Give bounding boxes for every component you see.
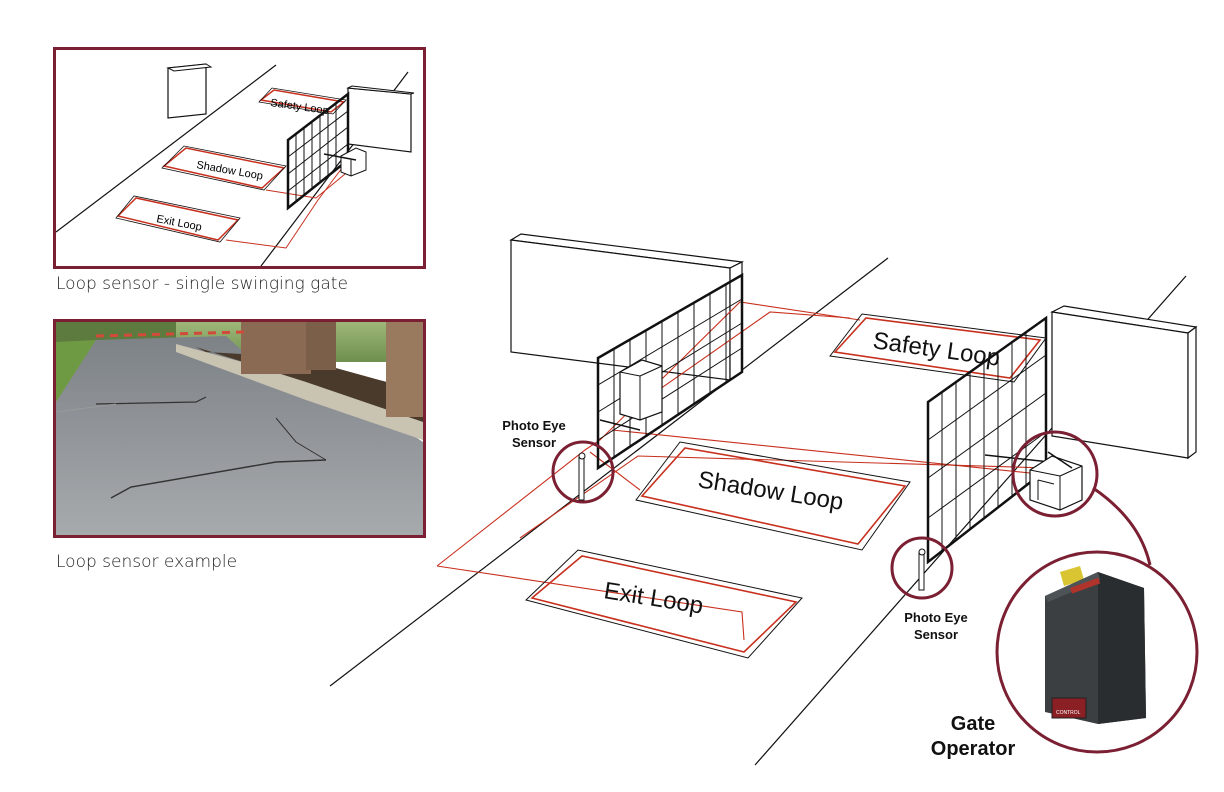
photo-eye-left (551, 440, 615, 504)
small-shadow-loop: Shadow Loop (161, 145, 287, 191)
photo-eye-right-line2: Sensor (913, 627, 959, 642)
svg-text:CONTROL: CONTROL (1056, 710, 1081, 716)
photo-eye-left-label: Photo Eye Sensor (494, 417, 574, 451)
photo-eye-right-label: Photo Eye Sensor (896, 609, 976, 643)
small-exit-loop: Exit Loop (115, 195, 241, 243)
svg-text:Safety Loop: Safety Loop (871, 327, 1002, 372)
small-gate-diagram: Safety Loop Shadow Loop Exit Loop (56, 63, 415, 266)
photo-caption: Loop sensor example (56, 552, 238, 572)
left-wall (509, 233, 745, 382)
svg-text:Exit Loop: Exit Loop (602, 577, 705, 619)
photo-eye-left-line2: Sensor (511, 435, 557, 450)
right-wall (1050, 305, 1198, 460)
photo-eye-left-line1: Photo Eye (502, 418, 566, 433)
safety-loop: Safety Loop (829, 313, 1047, 383)
left-gate-panel (596, 272, 744, 471)
exit-loop: Exit Loop (525, 549, 803, 659)
photo-eye-right-line1: Photo Eye (904, 610, 968, 625)
gate-operator-line2: Operator (930, 738, 1016, 760)
road-edge-right (754, 275, 1187, 766)
svg-text:Shadow Loop: Shadow Loop (696, 466, 845, 516)
small-gate-operator (323, 147, 367, 177)
small-safety-loop: Safety Loop (258, 87, 347, 117)
photo-eye-right (890, 536, 954, 600)
small-diagram-caption: Loop sensor - single swinging gate (56, 274, 348, 294)
shadow-loop: Shadow Loop (635, 441, 911, 551)
right-gate-panel (926, 315, 1051, 565)
loop-sensor-photo (56, 322, 423, 535)
gate-operator-line1: Gate (950, 713, 996, 735)
loop-wiring (436, 301, 1049, 641)
small-diagram-panel: Safety Loop Shadow Loop Exit Loop (53, 47, 426, 269)
loop-photo-panel (53, 319, 426, 538)
svg-text:Shadow Loop: Shadow Loop (195, 159, 263, 183)
operator-highlight-circle (1011, 430, 1152, 566)
gate-operator-label: Gate Operator (918, 712, 1028, 762)
